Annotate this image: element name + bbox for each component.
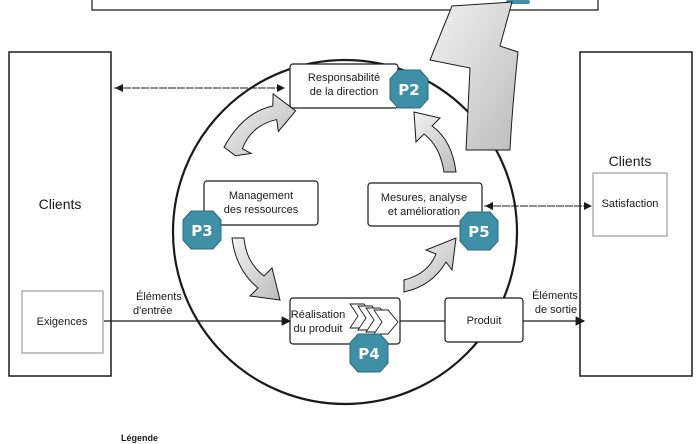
improvement-arrow — [429, 1, 519, 151]
badge-p3-label: P3 — [191, 222, 212, 240]
badge-p4-label: P4 — [358, 345, 379, 363]
clients-left-panel: Clients Exigences — [8, 51, 112, 377]
cycle-arrow-direction-to-ressources — [223, 92, 297, 157]
inputs-label-line1: Éléments — [136, 290, 182, 303]
mesures-label-line2: et amélioration — [388, 206, 460, 218]
clients-right-title: Clients — [609, 153, 652, 169]
outputs-label-line1: Éléments — [532, 289, 578, 302]
legend-title: Légende — [121, 433, 158, 443]
process-management-ressources: Management des ressources — [203, 180, 319, 226]
mesures-label-line1: Mesures, analyse — [381, 192, 467, 204]
satisfaction-label: Satisfaction — [602, 198, 659, 210]
produit-label: Produit — [467, 315, 502, 327]
process-mesures-amelioration: Mesures, analyse et amélioration — [367, 182, 483, 227]
direction-label-line2: de la direction — [310, 86, 379, 98]
realisation-label-line1: Réalisation — [291, 309, 345, 321]
process-responsabilite-direction: Responsabilité de la direction — [289, 63, 399, 109]
exigences-label: Exigences — [37, 316, 88, 328]
direction-label-line1: Responsabilité — [308, 72, 380, 84]
satisfaction-box — [592, 172, 668, 237]
badge-p2: P2 — [389, 69, 429, 109]
produit-box: Produit — [444, 297, 524, 343]
badge-p5-label: P5 — [468, 223, 489, 241]
process-cycle-circle — [171, 58, 519, 406]
outputs-label-line2: de sortie — [535, 304, 577, 316]
cycle-arrow-realisation-to-mesures — [403, 237, 457, 293]
continual-improvement-frame — [91, 0, 599, 11]
clients-right-panel: Clients Satisfaction — [579, 51, 693, 377]
badge-p3: P3 — [182, 210, 222, 250]
inputs-label-line2: d'entrée — [133, 305, 172, 317]
badge-p5: P5 — [459, 211, 499, 251]
exigences-box — [21, 290, 104, 354]
badge-p2-label: P2 — [398, 81, 419, 99]
ressources-label-line1: Management — [229, 190, 293, 202]
cycle-arrow-ressources-to-realisation — [231, 237, 281, 301]
cycle-arrow-mesures-to-direction — [413, 111, 457, 173]
ressources-label-line2: des ressources — [224, 204, 299, 216]
realisation-label-line2: du produit — [294, 323, 343, 335]
process-realisation-produit: Réalisation du produit — [289, 297, 401, 345]
clients-left-title: Clients — [39, 196, 82, 212]
badge-p4: P4 — [349, 333, 389, 373]
